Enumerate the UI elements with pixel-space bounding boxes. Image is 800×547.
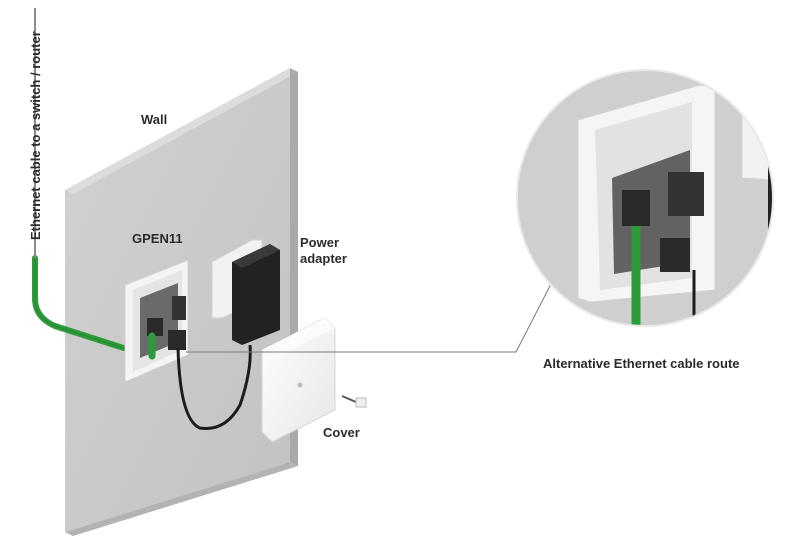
ethernet-cable [32,8,133,353]
wall-label: Wall [141,112,168,127]
cover-label: Cover [323,425,360,440]
cover [261,317,367,443]
leader-line [186,281,553,353]
zoom-circle-border [516,69,774,327]
power-adapter [176,239,280,431]
power-adapter-label: Power adapter [300,235,347,266]
alternative-route-label: Alternative Ethernet cable route [543,356,740,371]
gpen11-device [124,259,189,383]
ethernet-cable-label: Ethernet cable to a switch / router [28,31,43,240]
alternative-route-detail [517,70,773,326]
device-label: GPEN11 [132,231,183,246]
